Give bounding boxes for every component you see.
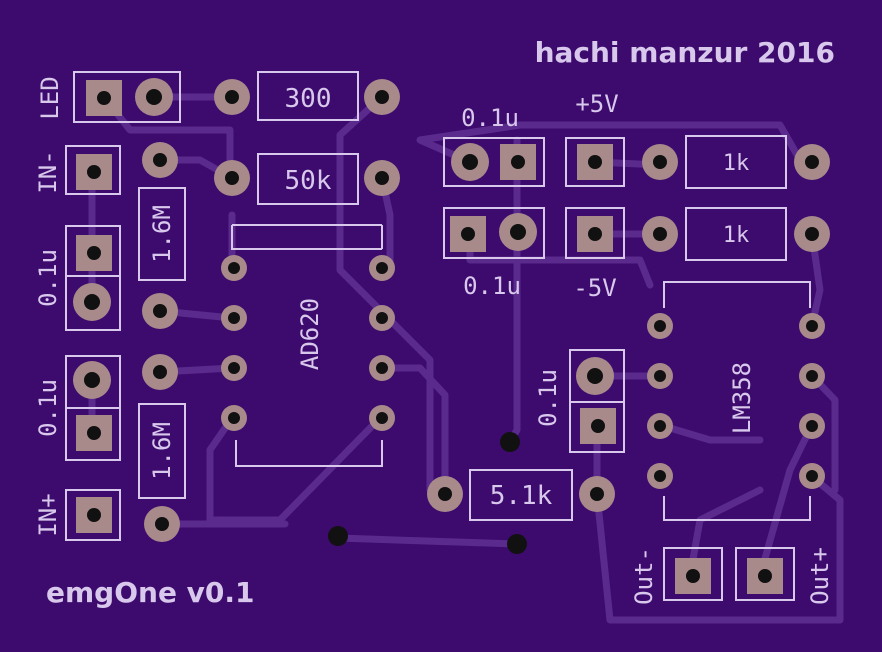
- via-hole: [507, 534, 527, 554]
- r1k-bottom-value: 1k: [723, 223, 750, 248]
- r1-6m-top-value: 1.6M: [148, 205, 176, 263]
- in-plus-label: IN+: [34, 493, 62, 536]
- r50k-value: 50k: [285, 166, 332, 196]
- led-label: LED: [36, 76, 64, 119]
- r300-value: 300: [285, 84, 332, 114]
- silkscreen-text: hachi manzur 2016 emgOne v0.1 300 50k 1k…: [34, 36, 835, 609]
- lm358-label: LM358: [728, 362, 756, 434]
- via-hole: [500, 432, 520, 452]
- copper-pads: [73, 78, 830, 594]
- cap-top-label: 0.1u: [461, 104, 519, 132]
- out-minus-label: Out-: [630, 547, 658, 605]
- cap-mid-label: 0.1u: [463, 272, 521, 300]
- r1-6m-bottom-value: 1.6M: [148, 422, 176, 480]
- r5-1k-value: 5.1k: [490, 481, 553, 511]
- out-plus-label: Out+: [806, 547, 834, 605]
- silkscreen-outlines: [65, 71, 811, 601]
- r1k-top-value: 1k: [723, 151, 750, 176]
- minus5v-label: -5V: [573, 274, 616, 302]
- in-minus-label: IN-: [34, 150, 62, 193]
- cap-left-bottom-label: 0.1u: [34, 379, 62, 437]
- board-name-label: emgOne v0.1: [46, 576, 255, 609]
- ad620-label: AD620: [296, 298, 324, 370]
- plus5v-label: +5V: [575, 90, 618, 118]
- cap-right-label: 0.1u: [534, 369, 562, 427]
- via-hole: [328, 526, 348, 546]
- cap-left-top-label: 0.1u: [34, 249, 62, 307]
- credit-label: hachi manzur 2016: [535, 36, 835, 69]
